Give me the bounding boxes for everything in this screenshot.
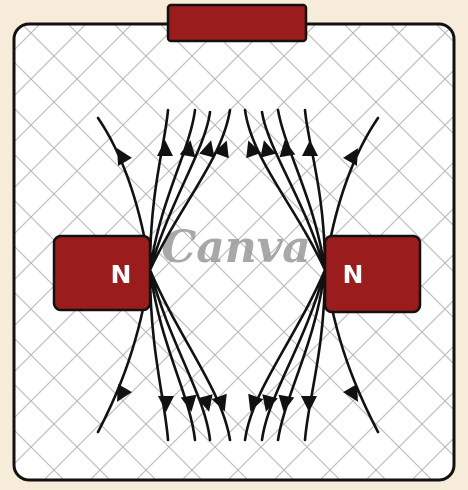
magnet-left-pole-label: N <box>111 260 132 289</box>
magnet-left-body <box>54 236 150 310</box>
magnet-right-body <box>325 236 420 312</box>
magnet-left: N <box>54 236 150 310</box>
magnet-right-pole-label: N <box>343 260 364 289</box>
watermark-text: Canva <box>161 222 311 273</box>
magnet-right: N <box>325 236 420 312</box>
board-top-bar <box>168 5 306 41</box>
